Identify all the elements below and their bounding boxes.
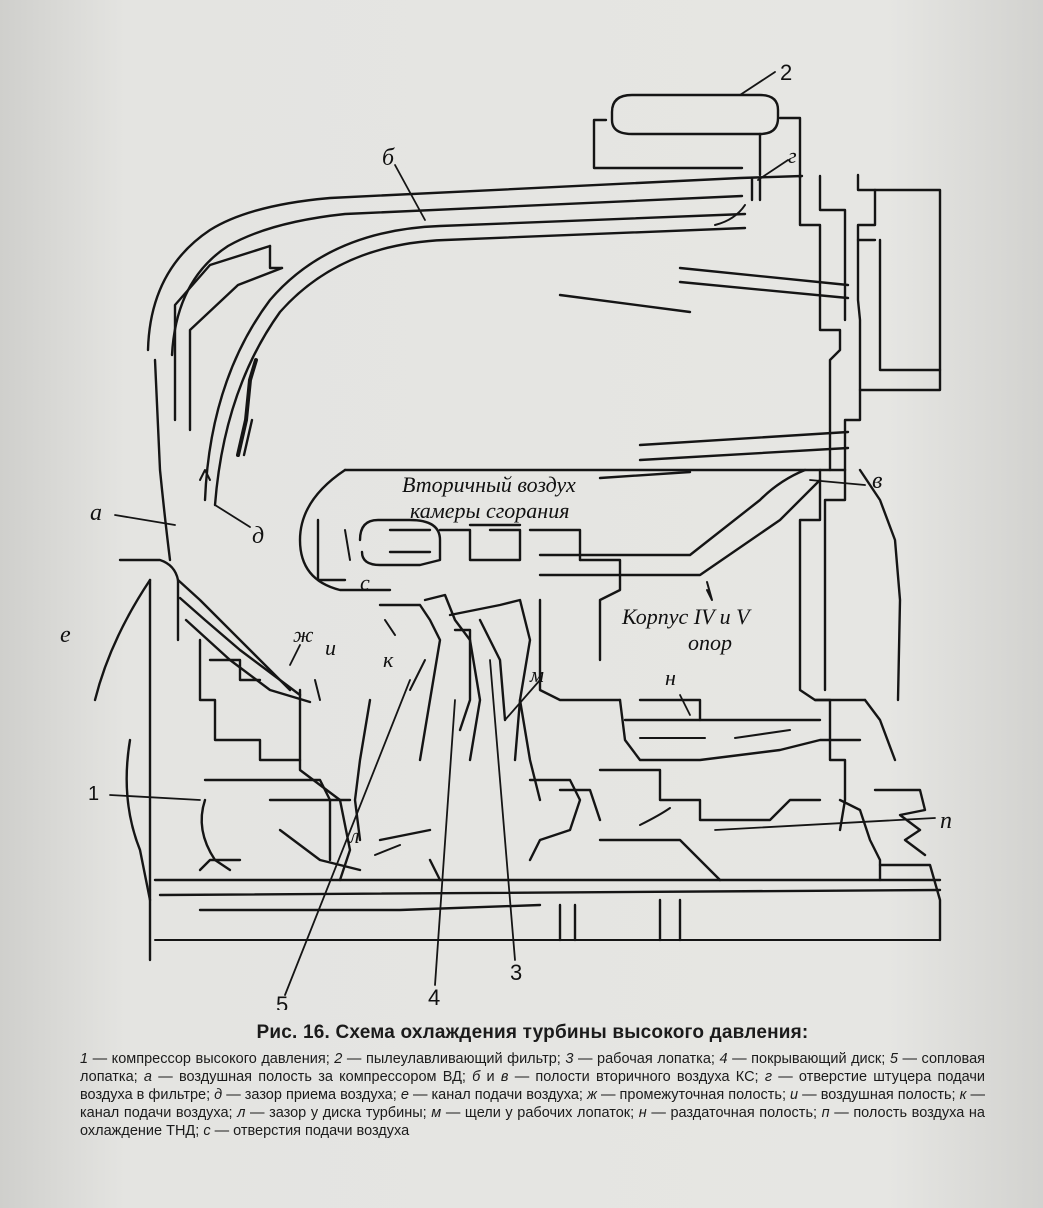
legend-key: 1 — [80, 1051, 89, 1067]
outer-casing — [146, 174, 804, 507]
turbine-region — [153, 593, 942, 942]
legend-text: — промежуточная полость; — [596, 1087, 791, 1103]
lp-section — [528, 468, 942, 942]
legend-text: — пылеулавливающий фильтр; — [342, 1051, 566, 1067]
legend-key: п — [821, 1105, 830, 1121]
callout-s: с — [360, 570, 370, 595]
compressor-casing — [93, 358, 312, 962]
legend-text: — сопловая лопатка; — [80, 1051, 986, 1085]
legend-text: — компрессор высокого давления; — [88, 1051, 335, 1067]
legend-key: к — [959, 1087, 967, 1103]
legend-text: — воздушная полость за компрессором ВД; — [152, 1069, 473, 1085]
legend-text: — отверстия подачи воздуха — [210, 1123, 410, 1139]
annotation-combustion-chamber: камеры сгорания — [410, 498, 569, 523]
legend-text: — полости вторичного воздуха КС; — [508, 1069, 765, 1085]
legend-text: — щели у рабочих лопаток; — [441, 1105, 639, 1121]
legend-key: 4 — [719, 1051, 728, 1067]
caption-title: Рис. 16. Схема охлаждения турбины высоко… — [80, 1022, 985, 1044]
legend-key: л — [237, 1105, 246, 1121]
legend-key: 3 — [565, 1051, 574, 1067]
legend-key: б — [472, 1069, 481, 1085]
annotation-supports: опор — [688, 630, 732, 655]
legend-key: 2 — [334, 1051, 343, 1067]
legend-text: — раздаточная полость; — [646, 1105, 822, 1121]
casing-struts — [538, 266, 850, 577]
callout-g: г — [788, 143, 797, 168]
legend-text: — канал подачи воздуха; — [408, 1087, 587, 1103]
legend-text: — канал подачи воздуха; — [80, 1087, 985, 1121]
legend-key: д — [214, 1087, 223, 1103]
callout-4: 4 — [428, 985, 440, 1010]
callout-3: 3 — [510, 960, 522, 985]
figure-caption: Рис. 16. Схема охлаждения турбины высоко… — [80, 1022, 985, 1140]
callout-zh: ж — [293, 622, 314, 647]
legend-text: и — [480, 1069, 501, 1085]
callout-p: п — [940, 808, 952, 834]
callout-labels: 1 2 3 4 5 а б в г д е ж и к л м н п с — [60, 60, 952, 1010]
callout-e: е — [60, 622, 71, 648]
leader-lines — [109, 71, 936, 996]
annotation-housing: Корпус IV и V — [621, 604, 752, 629]
legend-key: и — [790, 1087, 799, 1103]
callout-n: н — [665, 665, 676, 690]
legend-key: а — [143, 1069, 152, 1085]
callout-l: л — [348, 823, 360, 848]
legend-text: — покрывающий диск; — [727, 1051, 890, 1067]
callout-b: б — [382, 145, 395, 171]
callout-2: 2 — [780, 60, 792, 85]
annotation-secondary-air: Вторичный воздух — [402, 472, 576, 497]
legend-text: — зазор приема воздуха; — [222, 1087, 401, 1103]
callout-i: и — [325, 635, 336, 660]
legend-key: м — [431, 1105, 442, 1121]
right-casing — [798, 173, 942, 702]
legend-text: — рабочая лопатка; — [573, 1051, 720, 1067]
legend-key: 5 — [889, 1051, 898, 1067]
callout-k: к — [383, 647, 394, 672]
callout-1: 1 — [88, 783, 99, 805]
legend-key: с — [203, 1123, 211, 1139]
dust-filter — [592, 93, 802, 202]
legend-key: н — [638, 1105, 647, 1121]
figure-title: Схема охлаждения турбины высокого давлен… — [335, 1022, 809, 1043]
legend-text: — зазор у диска турбины; — [245, 1105, 432, 1121]
callout-5: 5 — [276, 992, 288, 1010]
callout-a: а — [90, 500, 102, 526]
legend-text: — отверстие штуцера подачи воздуха в фил… — [80, 1069, 985, 1103]
legend-key: ж — [586, 1087, 597, 1103]
combustion-chamber-block — [298, 468, 847, 662]
callout-v: в — [872, 468, 882, 494]
legend-key: г — [764, 1069, 772, 1085]
callout-d: д — [252, 523, 264, 549]
figure-number: Рис. 16. — [256, 1022, 331, 1043]
turbine-cooling-diagram: 1 2 3 4 5 а б в г д е ж и к л м н п с Вт… — [60, 60, 952, 1010]
legend-key: в — [500, 1069, 509, 1085]
flow-arrows — [199, 204, 791, 856]
legend-key: е — [400, 1087, 409, 1103]
legend-text: — воздушная полость; — [798, 1087, 960, 1103]
figure-legend: 1 — компрессор высокого давления; 2 — пы… — [80, 1050, 985, 1140]
callout-m: м — [529, 662, 544, 687]
legend-text: — полость воздуха на охлаждение ТНД; — [80, 1105, 985, 1139]
diagram-annotations: Вторичный воздух камеры сгорания Корпус … — [402, 472, 752, 655]
